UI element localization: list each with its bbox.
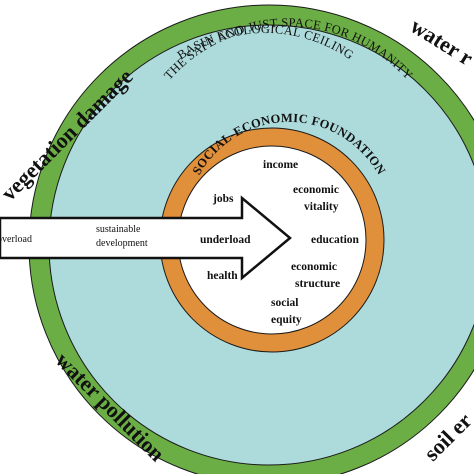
economic-structure-label-line1: economic	[291, 261, 337, 273]
overload-label: overload	[0, 234, 32, 245]
underload-label: underload	[200, 234, 251, 246]
social-equity-label-line2: equity	[271, 314, 302, 326]
sustainable-label-line2: development	[96, 238, 148, 249]
income-label: income	[263, 159, 298, 171]
jobs-label: jobs	[212, 193, 234, 205]
sustainable-label-line1: sustainable	[96, 224, 141, 235]
health-label: health	[207, 270, 238, 282]
education-label: education	[311, 234, 360, 246]
economic-vitality-label-line1: economic	[293, 184, 339, 196]
social-equity-label-line1: social	[271, 297, 298, 309]
overload-arrow	[0, 195, 292, 281]
economic-structure-label-line2: structure	[295, 278, 340, 290]
economic-vitality-label-line2: vitality	[304, 201, 339, 213]
